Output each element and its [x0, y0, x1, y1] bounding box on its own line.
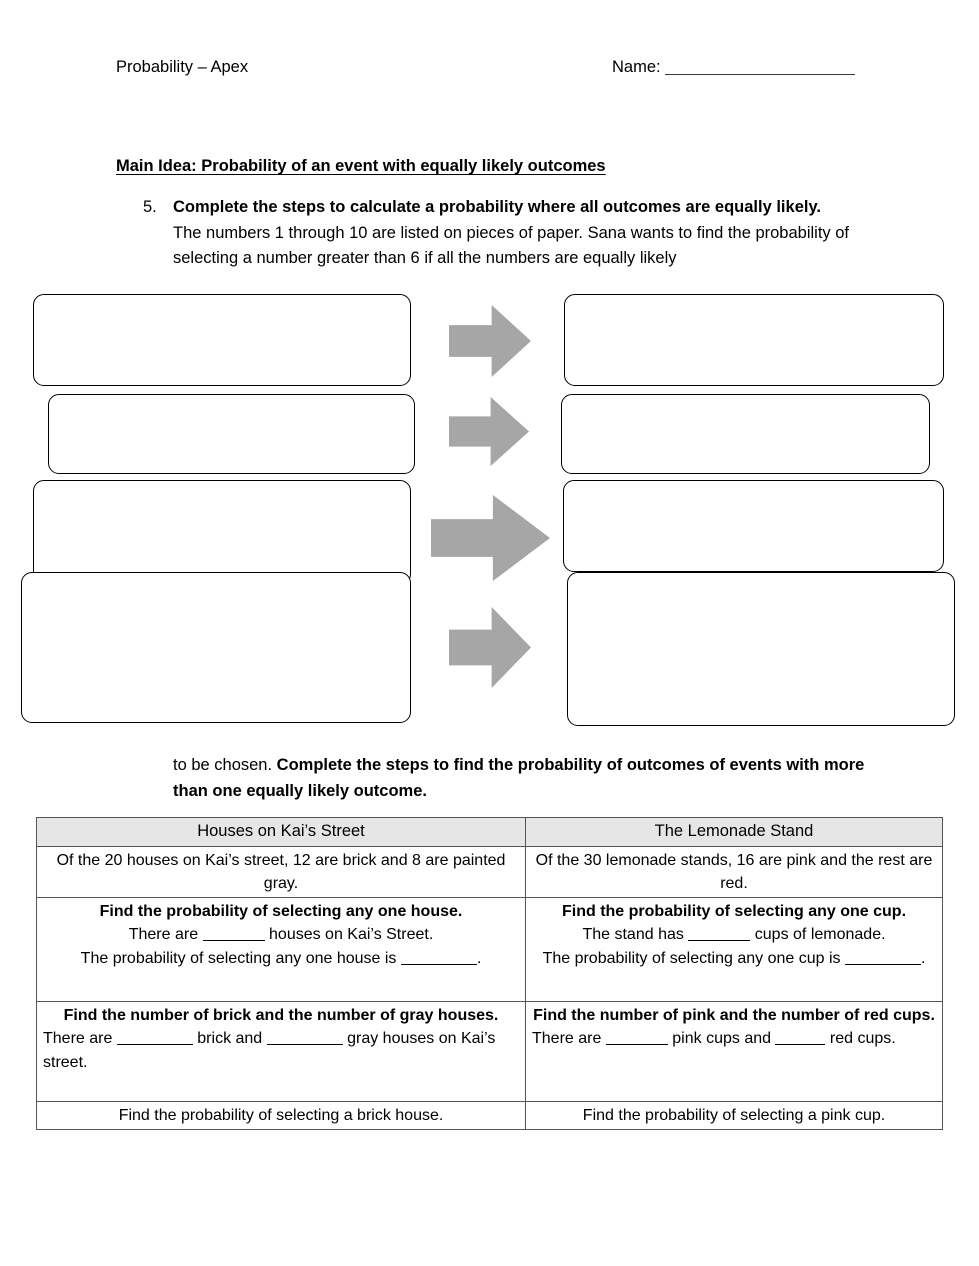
- question-number: 5.: [143, 198, 157, 216]
- step1-left-line1a: There are: [128, 926, 199, 944]
- blank-brick-count[interactable]: [116, 1044, 193, 1046]
- step2-left-b: brick and: [197, 1030, 263, 1048]
- name-field-group: Name:: [612, 58, 855, 78]
- cell-intro-houses: Of the 20 houses on Kai’s street, 12 are…: [36, 845, 526, 899]
- continuation-lead: to be chosen.: [173, 756, 277, 774]
- table-header-row: Houses on Kai’s Street The Lemonade Stan…: [36, 817, 943, 847]
- question-prompt-body: The numbers 1 through 10 are listed on p…: [173, 223, 850, 268]
- step2-right-a: There are: [532, 1030, 602, 1048]
- flow-box-right-4[interactable]: [567, 572, 955, 726]
- table-row-step2: Find the number of brick and the number …: [36, 1001, 943, 1103]
- cell-step1-lemonade: Find the probability of selecting any on…: [525, 897, 943, 1003]
- step2-left-a: There are: [43, 1030, 113, 1048]
- step3-left-title: Find the probability of selecting a bric…: [36, 1101, 526, 1131]
- step2-left-c: gray houses on Kai’s street.: [43, 1030, 496, 1071]
- step1-right-line2: The probability of selecting any one cup…: [532, 947, 936, 970]
- step2-right-body: There are pink cups and red cups.: [532, 1027, 936, 1050]
- blank-gray-count[interactable]: [266, 1044, 343, 1046]
- step1-left-line2: The probability of selecting any one hou…: [43, 947, 519, 970]
- flow-box-left-3[interactable]: [33, 480, 411, 585]
- step2-right-c: red cups.: [829, 1030, 896, 1048]
- blank-houses-count[interactable]: [202, 940, 265, 942]
- arrow-right-icon-3: [431, 495, 550, 581]
- cell-step2-lemonade: Find the number of pink and the number o…: [525, 1001, 943, 1103]
- flow-box-right-1[interactable]: [564, 294, 944, 386]
- question-prompt-bold: Complete the steps to calculate a probab…: [173, 198, 821, 216]
- flow-box-left-1[interactable]: [33, 294, 411, 386]
- table-row-step1: Find the probability of selecting any on…: [36, 897, 943, 1003]
- probability-steps-table: Houses on Kai’s Street The Lemonade Stan…: [36, 817, 943, 1131]
- step1-left-line2a: The probability of selecting any one hou…: [80, 949, 397, 967]
- cell-step2-houses: Find the number of brick and the number …: [36, 1001, 526, 1103]
- flow-box-left-2[interactable]: [48, 394, 415, 474]
- step2-right-b: pink cups and: [672, 1030, 772, 1048]
- continuation-paragraph: to be chosen. Complete the steps to find…: [173, 753, 873, 804]
- step1-right-line1b: cups of lemonade.: [754, 926, 886, 944]
- step1-right-line2b: .: [920, 949, 926, 967]
- flow-box-left-4[interactable]: [21, 572, 411, 723]
- blank-pink-count[interactable]: [605, 1044, 668, 1046]
- cell-step1-houses: Find the probability of selecting any on…: [36, 897, 526, 1003]
- continuation-bold: Complete the steps to find the probabili…: [173, 756, 865, 800]
- step3-right-title: Find the probability of selecting a pink…: [525, 1101, 943, 1131]
- step1-left-line2b: .: [476, 949, 482, 967]
- arrow-right-icon-4: [449, 607, 531, 688]
- step1-left-line1b: houses on Kai’s Street.: [269, 926, 434, 944]
- arrow-right-icon-1: [449, 305, 531, 377]
- page-title: Probability – Apex: [116, 58, 249, 76]
- step1-right-line1a: The stand has: [582, 926, 684, 944]
- main-idea-heading: Main Idea: Probability of an event with …: [116, 157, 606, 175]
- step1-left-line1: There are houses on Kai’s Street.: [43, 923, 519, 946]
- table-row-step3: Find the probability of selecting a bric…: [36, 1101, 943, 1131]
- cell-intro-lemonade: Of the 30 lemonade stands, 16 are pink a…: [525, 845, 943, 899]
- step1-right-title: Find the probability of selecting any on…: [561, 903, 907, 921]
- question-text-block: Complete the steps to calculate a probab…: [173, 195, 873, 272]
- table-header-lemonade: The Lemonade Stand: [525, 817, 943, 847]
- blank-red-count[interactable]: [775, 1044, 826, 1046]
- blank-house-probability[interactable]: [400, 963, 477, 965]
- step2-left-title: Find the number of brick and the number …: [63, 1007, 499, 1025]
- blank-cup-probability[interactable]: [844, 963, 921, 965]
- blank-cups-count[interactable]: [688, 940, 751, 942]
- step1-right-line2a: The probability of selecting any one cup…: [542, 949, 841, 967]
- step2-left-body: There are brick and gray houses on Kai’s…: [43, 1027, 519, 1073]
- arrow-right-icon-2: [449, 397, 529, 466]
- table-row-intro: Of the 20 houses on Kai’s street, 12 are…: [36, 845, 943, 899]
- flow-box-right-3[interactable]: [563, 480, 944, 572]
- step1-left-title: Find the probability of selecting any on…: [99, 903, 463, 921]
- step2-right-title: Find the number of pink and the number o…: [533, 1007, 935, 1025]
- name-input-rule[interactable]: [664, 74, 855, 75]
- flow-box-right-2[interactable]: [561, 394, 930, 474]
- table-header-houses: Houses on Kai’s Street: [36, 817, 526, 847]
- name-label: Name:: [612, 58, 661, 76]
- step1-right-line1: The stand has cups of lemonade.: [532, 923, 936, 946]
